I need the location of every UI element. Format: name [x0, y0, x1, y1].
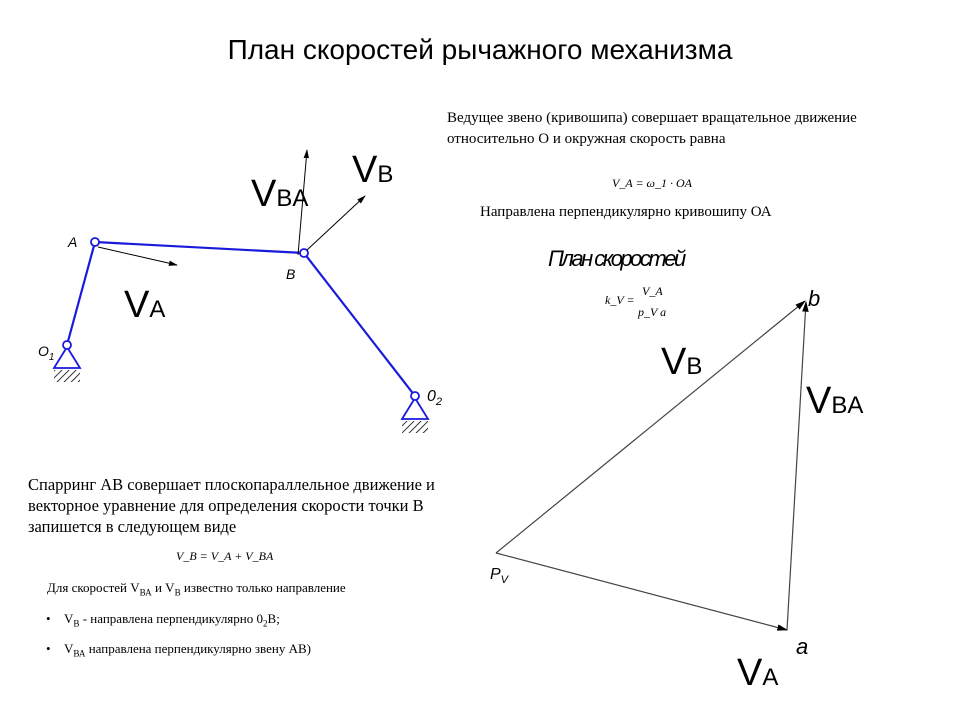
bullet-vb-sub2: 2	[263, 618, 268, 629]
known-ba: ВА	[139, 587, 152, 598]
plan-vb-sub: B	[686, 353, 703, 380]
plan-vb-main: V	[661, 341, 687, 383]
coupler-text: Спарринг АВ совершает плоскопараллельное…	[28, 475, 435, 536]
plan-pv-a	[495, 552, 789, 631]
plan-va-main: V	[737, 652, 763, 694]
support-o2	[400, 391, 430, 433]
bullet-dot: •	[46, 611, 51, 626]
label-o1-sub: 1	[48, 351, 55, 363]
bullet-vba-text: направлена перпендикулярно звену АВ)	[85, 641, 311, 656]
bullet-vb-sub: В	[73, 618, 80, 629]
bullet-vba: • VВА направлена перпендикулярно звену АВ…	[46, 641, 311, 659]
plan-label-b: b	[808, 286, 821, 311]
plan-label-a: a	[796, 634, 809, 659]
plan-label-pv-sub: V	[500, 574, 509, 587]
bullet-vb-v: V	[64, 611, 74, 626]
label-a: A	[68, 234, 78, 250]
mech-vb-sub: B	[377, 161, 394, 188]
known-directions-text: Для скоростей VВА и VВ известно только н…	[47, 580, 346, 598]
va-formula: V_A = ω_1 · OA	[612, 176, 693, 190]
label-o2-sub: 2	[435, 396, 443, 409]
joint-a	[90, 237, 100, 247]
mech-va-sub: A	[149, 296, 166, 323]
plan-vb-label: VB	[661, 343, 702, 386]
joint-b	[299, 248, 309, 258]
plan-label-pv: PV	[490, 566, 508, 586]
link-a-b	[94, 240, 305, 255]
bullet-dot: •	[46, 641, 51, 656]
link-b-o2	[303, 252, 416, 397]
label-o2: 02	[427, 388, 442, 408]
known-prefix: Для скоростей V	[47, 580, 140, 595]
kv-formula-left: k_V =	[605, 293, 635, 307]
bullet-vb-text: - направлена перпендикулярно 0	[79, 611, 263, 626]
vector-equation: V_B = V_A + V_BA	[176, 549, 274, 563]
direction-text: Направлена перпендикулярно кривошипу ОА	[480, 204, 772, 220]
plan-pv-b	[495, 300, 806, 554]
vector-va-arrow	[97, 246, 178, 266]
vector-vba-arrow	[297, 149, 309, 256]
kv-formula-numerator: V_A	[642, 284, 663, 298]
plan-a-b	[786, 300, 809, 631]
mech-vba-main: V	[251, 173, 277, 215]
bullet-vba-v: V	[64, 641, 74, 656]
bullet-vba-sub: ВА	[73, 648, 86, 659]
bullet-vb: • VВ - направлена перпендикулярно 02В;	[46, 611, 280, 629]
plan-vba-main: V	[806, 380, 832, 422]
label-o1-main: O	[38, 343, 49, 359]
mech-va-main: V	[124, 284, 150, 326]
plan-va-sub: A	[762, 664, 779, 691]
mech-vb-label: VB	[352, 151, 393, 194]
bullet-vb-text2: В;	[267, 611, 280, 626]
plan-vba-sub: BA	[831, 392, 864, 419]
vector-vb-arrow	[306, 195, 366, 251]
known-b: В	[174, 587, 181, 598]
label-o2-main: 0	[427, 388, 436, 405]
plan-label-pv-main: P	[490, 566, 501, 583]
label-b: B	[286, 266, 296, 282]
mech-va-label: VA	[124, 286, 165, 329]
known-and: и V	[151, 580, 175, 595]
support-o1	[52, 340, 82, 382]
velocity-plan	[495, 300, 809, 631]
plan-heading: План скоростей	[548, 246, 686, 271]
known-suffix: известно только направление	[180, 580, 346, 595]
kv-formula-denominator: p_V a	[638, 305, 667, 319]
mech-vb-main: V	[352, 149, 378, 191]
plan-va-label: VA	[737, 654, 778, 697]
page-title: План скоростей рычажного механизма	[227, 34, 733, 65]
driving-link-text: Ведущее звено (кривошипа) совершает вращ…	[447, 110, 857, 147]
link-o1-a	[65, 241, 97, 346]
plan-vba-label: VBA	[806, 382, 863, 425]
mech-vba-sub: BA	[276, 185, 309, 212]
mech-vba-label: VBA	[251, 175, 308, 218]
label-o1: O1	[38, 343, 54, 363]
mechanism	[52, 149, 430, 433]
